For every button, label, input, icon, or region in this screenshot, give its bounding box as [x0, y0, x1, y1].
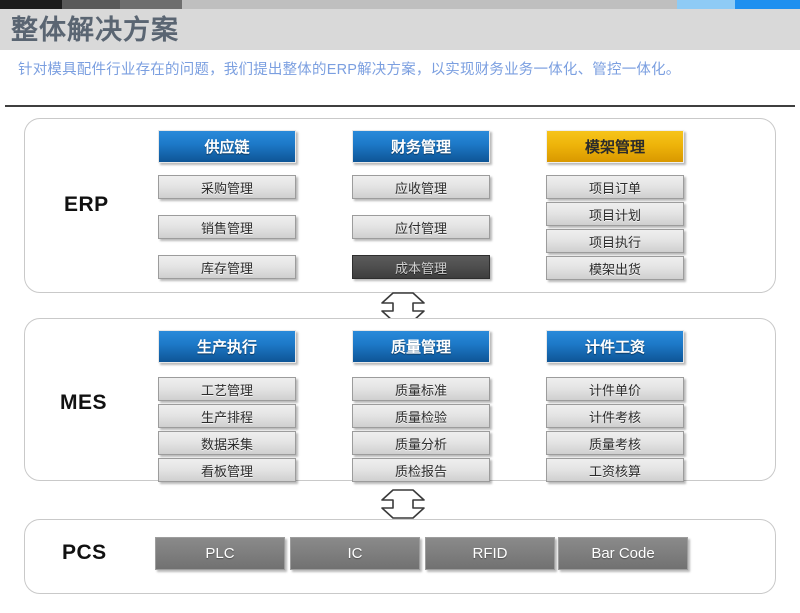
mes-item-production-scheduling[interactable]: 生产排程 — [158, 404, 296, 428]
layer-label-erp: ERP — [64, 193, 109, 216]
topbar-segment-light-blue — [677, 0, 735, 9]
title-band: 整体解决方案 — [0, 9, 800, 50]
mes-item-piecework-unit-price[interactable]: 计件单价 — [546, 377, 684, 401]
erp-item-mold-base-shipment[interactable]: 模架出货 — [546, 256, 684, 280]
header-divider — [5, 105, 795, 107]
topbar-segment-black — [0, 0, 62, 9]
pcs-device-plc[interactable]: PLC — [155, 537, 285, 570]
pcs-device-rfid[interactable]: RFID — [425, 537, 555, 570]
mes-header-quality-management[interactable]: 质量管理 — [352, 330, 490, 363]
subtitle-section: 针对模具配件行业存在的问题，我们提出整体的ERP解决方案，以实现财务业务一体化、… — [0, 50, 800, 107]
top-accent-bar — [0, 0, 800, 9]
pcs-device-bar-code[interactable]: Bar Code — [558, 537, 688, 570]
topbar-segment-dark-gray — [62, 0, 120, 9]
topbar-segment-bright-blue — [735, 0, 800, 9]
mes-item-kanban-management[interactable]: 看板管理 — [158, 458, 296, 482]
layer-label-pcs: PCS — [62, 541, 107, 564]
erp-item-cost-management[interactable]: 成本管理 — [352, 255, 490, 279]
mes-item-piecework-assessment[interactable]: 计件考核 — [546, 404, 684, 428]
erp-item-project-execution[interactable]: 项目执行 — [546, 229, 684, 253]
connector-mes-pcs — [371, 489, 435, 519]
topbar-segment-light-gray — [182, 0, 677, 9]
mes-item-data-collection[interactable]: 数据采集 — [158, 431, 296, 455]
erp-item-project-plan[interactable]: 项目计划 — [546, 202, 684, 226]
mes-item-inspection-report[interactable]: 质检报告 — [352, 458, 490, 482]
erp-header-finance-management[interactable]: 财务管理 — [352, 130, 490, 163]
mes-item-process-management[interactable]: 工艺管理 — [158, 377, 296, 401]
page-title: 整体解决方案 — [11, 15, 179, 45]
erp-header-supply-chain[interactable]: 供应链 — [158, 130, 296, 163]
erp-item-purchase-management[interactable]: 采购管理 — [158, 175, 296, 199]
mes-item-quality-assessment[interactable]: 质量考核 — [546, 431, 684, 455]
mes-item-quality-standard[interactable]: 质量标准 — [352, 377, 490, 401]
erp-item-project-order[interactable]: 项目订单 — [546, 175, 684, 199]
erp-item-inventory-management[interactable]: 库存管理 — [158, 255, 296, 279]
erp-item-sales-management[interactable]: 销售管理 — [158, 215, 296, 239]
mes-header-production-execution[interactable]: 生产执行 — [158, 330, 296, 363]
mes-item-wage-accounting[interactable]: 工资核算 — [546, 458, 684, 482]
topbar-segment-mid-gray — [120, 0, 182, 9]
erp-item-payable-management[interactable]: 应付管理 — [352, 215, 490, 239]
layer-label-mes: MES — [60, 391, 108, 414]
mes-item-quality-inspection[interactable]: 质量检验 — [352, 404, 490, 428]
erp-item-receivable-management[interactable]: 应收管理 — [352, 175, 490, 199]
erp-header-mold-base-management[interactable]: 模架管理 — [546, 130, 684, 163]
subtitle-text: 针对模具配件行业存在的问题，我们提出整体的ERP解决方案，以实现财务业务一体化、… — [18, 62, 681, 78]
mes-header-piecework-wage[interactable]: 计件工资 — [546, 330, 684, 363]
pcs-device-ic[interactable]: IC — [290, 537, 420, 570]
mes-item-quality-analysis[interactable]: 质量分析 — [352, 431, 490, 455]
